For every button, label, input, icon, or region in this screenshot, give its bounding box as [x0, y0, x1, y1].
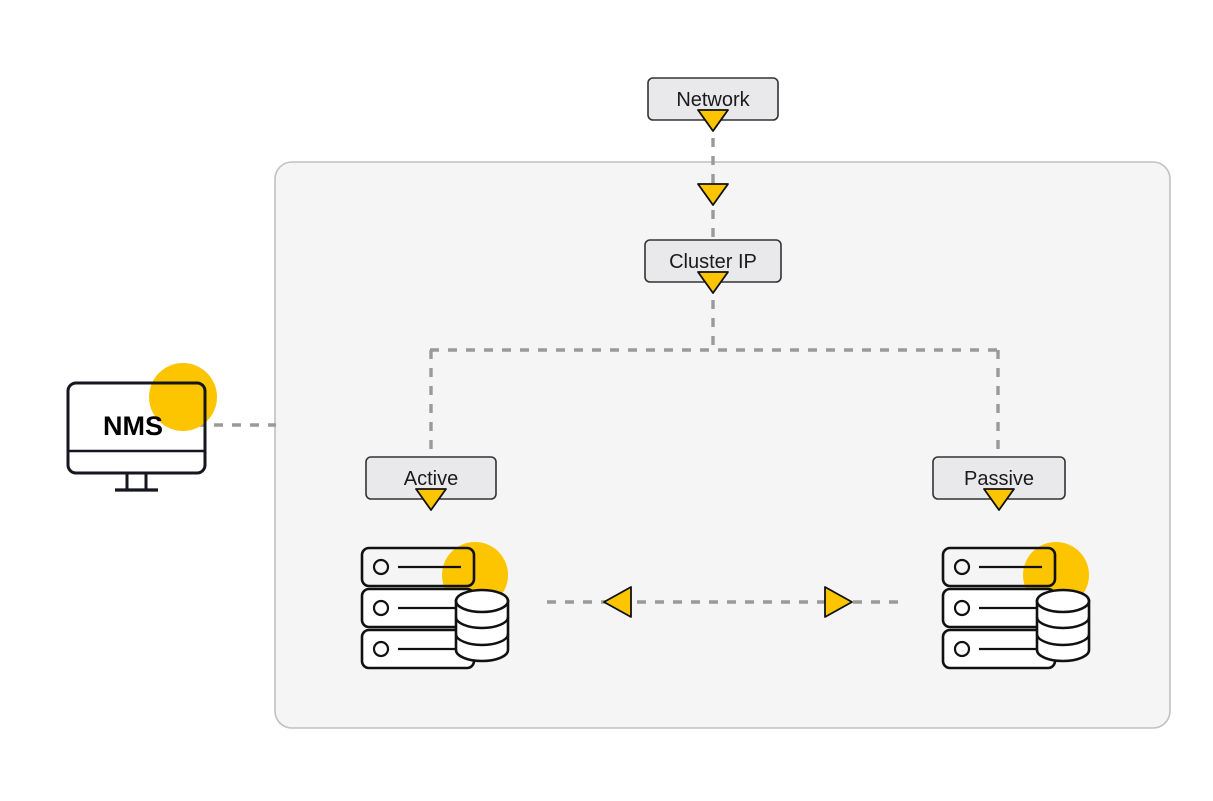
- nms-label: NMS: [103, 411, 163, 441]
- nms-monitor-group[interactable]: NMS: [66, 363, 217, 492]
- server-tray-1: [941, 546, 1057, 588]
- node-network-label: Network: [676, 89, 750, 111]
- node-cluster-ip[interactable]: Cluster IP: [644, 239, 782, 294]
- arrowhead-down-icon-network-mid: [697, 183, 729, 206]
- database-cylinder-icon-passive: [1035, 588, 1091, 663]
- node-network[interactable]: Network: [647, 77, 779, 132]
- database-cylinder-icon-active: [454, 588, 510, 663]
- server-led-1: [953, 558, 971, 576]
- arrowhead-down-icon-active: [415, 488, 447, 511]
- active-server-icon-group[interactable]: [360, 542, 510, 670]
- server-tray-1: [360, 546, 476, 588]
- node-passive[interactable]: Passive: [932, 456, 1066, 511]
- server-led-2: [953, 599, 971, 617]
- arrowhead-down-icon-passive: [983, 488, 1015, 511]
- server-led-3: [372, 640, 390, 658]
- monitor-icon-stand-neck: [125, 471, 148, 492]
- arrowhead-down-icon: [697, 109, 729, 132]
- server-led-1: [372, 558, 390, 576]
- arrowhead-down-icon-cluster-ip: [697, 271, 729, 294]
- yellow-circle-badge-nms: [149, 363, 217, 431]
- node-cluster-ip-label: Cluster IP: [669, 251, 757, 273]
- node-active-label: Active: [404, 468, 458, 490]
- node-passive-label: Passive: [964, 468, 1034, 490]
- node-active[interactable]: Active: [365, 456, 497, 511]
- arrowhead-right-icon: [824, 586, 853, 618]
- arrowhead-left-icon: [603, 586, 632, 618]
- server-led-3: [953, 640, 971, 658]
- server-led-2: [372, 599, 390, 617]
- passive-server-icon-group[interactable]: [941, 542, 1091, 670]
